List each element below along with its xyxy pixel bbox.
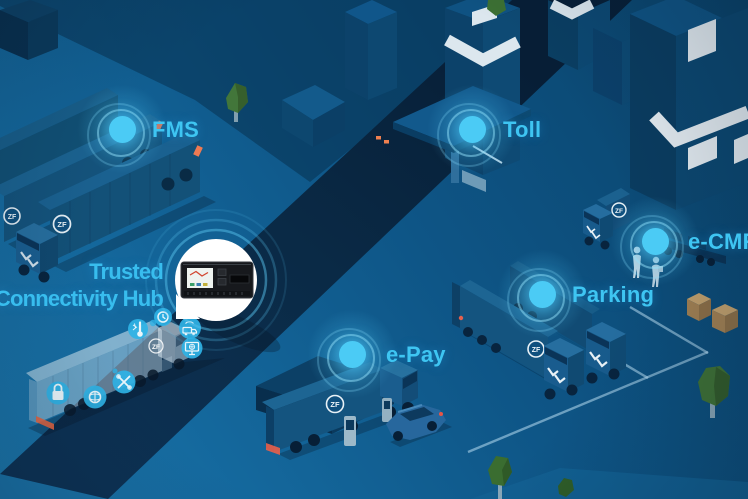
epay-dot[interactable] — [338, 340, 366, 368]
toll-ring-outer — [437, 103, 501, 167]
device-button — [217, 278, 227, 286]
cargo-box — [687, 293, 711, 321]
charging-post — [344, 416, 356, 446]
building-tall-thin — [345, 0, 397, 100]
ecmr-ring-outer — [620, 215, 684, 279]
parking-label: Parking — [572, 282, 655, 307]
zf-logo-text: ZF — [330, 400, 340, 409]
thermometer-icon — [128, 319, 148, 339]
parking-ring-outer — [507, 268, 571, 332]
taillight — [376, 136, 381, 140]
toll-label: Toll — [503, 117, 542, 142]
building-corner — [0, 0, 58, 60]
fms-label: FMS — [152, 117, 200, 142]
zf-logo-text: ZF — [8, 214, 17, 221]
zf-logo-text: ZF — [532, 347, 541, 354]
zf-logo-text: ZF — [152, 344, 160, 351]
epay-label: e-Pay — [386, 342, 446, 367]
building-right-tower — [630, 0, 748, 210]
taillight — [439, 412, 443, 416]
zf-logo-text: ZF — [57, 220, 67, 229]
parking-dot[interactable] — [528, 280, 556, 308]
network-brain-icon — [83, 385, 107, 409]
charging-post — [382, 398, 392, 422]
epay-ring-outer — [317, 328, 381, 392]
lock-icon — [46, 381, 70, 405]
device-button — [217, 268, 227, 276]
card-slot — [229, 274, 250, 284]
ecmr-dot[interactable] — [641, 227, 669, 255]
hub-label-line1: Trusted — [89, 259, 164, 284]
truck-telematics-icon — [179, 317, 201, 339]
fms-dot[interactable] — [108, 115, 136, 143]
ecmr-label: e-CMR — [688, 229, 748, 254]
toll-dot[interactable] — [458, 115, 486, 143]
connection-dot — [112, 368, 118, 374]
fms-ring-outer — [87, 103, 151, 167]
hub-label: Trusted Connectivity Hub — [0, 258, 164, 312]
wrench-tools-icon — [112, 370, 136, 394]
cargo-box — [712, 304, 738, 333]
hub-label-line2: Connectivity Hub — [0, 286, 164, 311]
connection-dot — [149, 319, 157, 327]
tachograph-device — [180, 261, 254, 299]
taillight — [384, 140, 389, 144]
